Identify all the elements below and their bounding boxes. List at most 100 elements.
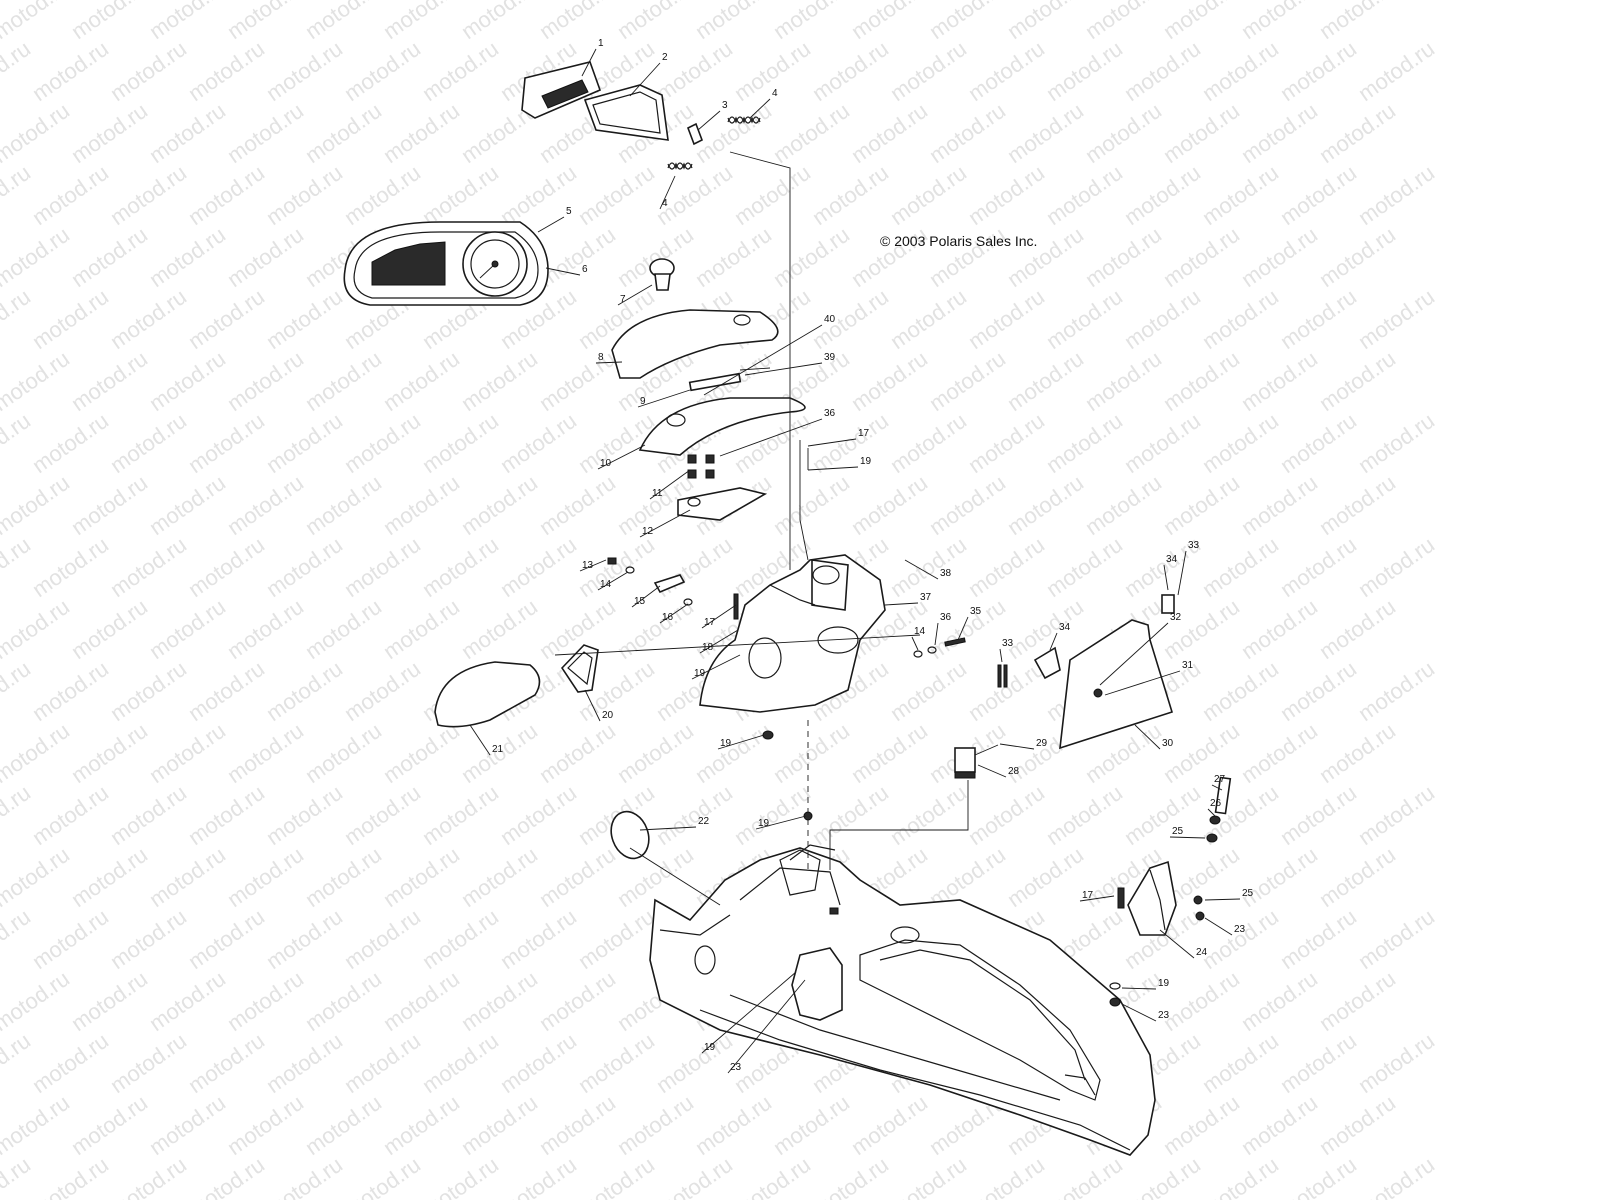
watermark-text: motod.ru (184, 1152, 269, 1200)
watermark-text: motod.ru (379, 594, 464, 664)
watermark-text: motod.ru (1159, 222, 1244, 292)
callout-label: 14 (600, 579, 612, 590)
watermark-text: motod.ru (1354, 408, 1439, 478)
watermark-text: motod.ru (262, 780, 347, 850)
watermark-text: motod.ru (106, 36, 191, 106)
watermark-text: motod.ru (1159, 98, 1244, 168)
watermark-text: motod.ru (496, 1152, 581, 1200)
watermark-text: motod.ru (1276, 160, 1361, 230)
callout-leader (977, 764, 1007, 778)
watermark-text: motod.ru (613, 0, 698, 44)
watermark-text: motod.ru (730, 160, 815, 230)
callout-label: 29 (1036, 738, 1048, 749)
callout-label: 38 (940, 568, 952, 579)
watermark-text: motod.ru (964, 36, 1049, 106)
watermark-text: motod.ru (1003, 0, 1088, 44)
watermark-text: motod.ru (886, 780, 971, 850)
watermark-text: motod.ru (184, 1028, 269, 1098)
callout-leader (957, 616, 969, 641)
watermark-text: motod.ru (1354, 780, 1439, 850)
callout-leader (1207, 808, 1216, 817)
watermark-text: motod.ru (223, 842, 308, 912)
watermark-text: motod.ru (340, 36, 425, 106)
callout-leader (904, 559, 939, 580)
watermark-text: motod.ru (652, 160, 737, 230)
callout-label: 39 (824, 352, 836, 363)
watermark-text: motod.ru (457, 346, 542, 416)
watermark-text: motod.ru (652, 532, 737, 602)
watermark-text: motod.ru (1159, 718, 1244, 788)
watermark-text: motod.ru (28, 36, 113, 106)
watermark-text: motod.ru (1042, 284, 1127, 354)
watermark-text: motod.ru (925, 0, 1010, 44)
callout-label: 19 (860, 456, 872, 467)
watermark-text: motod.ru (1042, 36, 1127, 106)
watermark-text: motod.ru (28, 408, 113, 478)
watermark-text: motod.ru (67, 718, 152, 788)
grip-handle (521, 61, 602, 119)
watermark-text: motod.ru (847, 346, 932, 416)
watermark-text: motod.ru (652, 780, 737, 850)
watermark-text: motod.ru (223, 98, 308, 168)
callout-leader (639, 826, 697, 831)
watermark-text: motod.ru (418, 160, 503, 230)
callout-label: 5 (566, 206, 572, 217)
watermark-text: motod.ru (1159, 966, 1244, 1036)
callout-label: 19 (704, 1042, 716, 1053)
steering-console (699, 554, 886, 713)
watermark-text: motod.ru (652, 36, 737, 106)
watermark-text: motod.ru (1042, 532, 1127, 602)
hull-deck (649, 844, 1156, 1156)
watermark-text: motod.ru (1237, 594, 1322, 664)
callout-label: 1 (598, 38, 604, 49)
watermark-text: motod.ru (1120, 1152, 1205, 1200)
watermark-text: motod.ru (106, 408, 191, 478)
watermark-text: motod.ru (340, 904, 425, 974)
bracket-rod (688, 367, 771, 392)
washer-25 (1206, 833, 1218, 843)
watermark-text: motod.ru (418, 904, 503, 974)
watermark-text: motod.ru (769, 718, 854, 788)
watermark-text: motod.ru (1198, 656, 1283, 726)
watermark-text: motod.ru (1276, 532, 1361, 602)
watermark-text: motod.ru (769, 0, 854, 44)
watermark-text: motod.ru (1276, 1028, 1361, 1098)
watermark-text: motod.ru (379, 966, 464, 1036)
watermark-text: motod.ru (535, 470, 620, 540)
watermark-text: motod.ru (262, 532, 347, 602)
watermark-text: motod.ru (340, 1152, 425, 1200)
watermark-text: motod.ru (262, 36, 347, 106)
watermark-text: motod.ru (1198, 36, 1283, 106)
callout-leader (1204, 917, 1233, 936)
callout-label: 9 (640, 396, 646, 407)
watermark-text: motod.ru (379, 0, 464, 44)
watermark-text: motod.ru (184, 532, 269, 602)
watermark-text: motod.ru (1354, 656, 1439, 726)
watermark-text: motod.ru (964, 408, 1049, 478)
watermark-text: motod.ru (0, 718, 74, 788)
callout-leader (659, 175, 676, 210)
watermark-text: motod.ru (340, 160, 425, 230)
callout-leader (807, 438, 857, 447)
watermark-text: motod.ru (301, 470, 386, 540)
watermark-text: motod.ru (886, 160, 971, 230)
watermark-text: motod.ru (301, 842, 386, 912)
watermark-text: motod.ru (1120, 780, 1205, 850)
watermark-text: motod.ru (301, 718, 386, 788)
watermark-text: motod.ru (847, 1090, 932, 1160)
callout-leader (755, 815, 807, 830)
callout-leader (1121, 987, 1157, 990)
watermark-text: motod.ru (301, 98, 386, 168)
watermark-text: motod.ru (886, 408, 971, 478)
callout-label: 40 (824, 314, 836, 325)
watermark-text: motod.ru (184, 284, 269, 354)
callout-label: 20 (602, 710, 614, 721)
watermark-text: motod.ru (691, 718, 776, 788)
callout-label: 35 (970, 606, 982, 617)
callout-label: 34 (1166, 554, 1178, 565)
watermark-text: motod.ru (28, 160, 113, 230)
watermark-text: motod.ru (106, 780, 191, 850)
callout-leader (701, 604, 737, 629)
callout-label: 21 (492, 744, 504, 755)
watermark-text: motod.ru (1237, 842, 1322, 912)
